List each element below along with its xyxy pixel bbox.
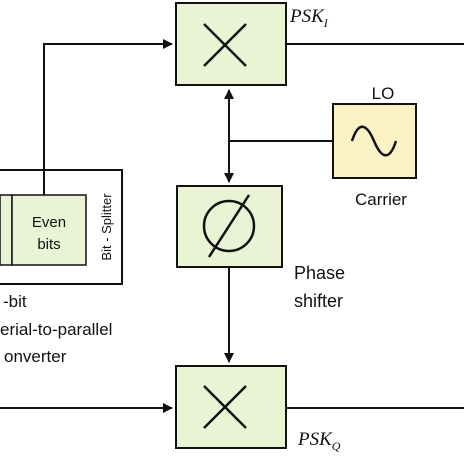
mixer-q-box <box>175 365 287 449</box>
multiply-icon <box>203 23 247 67</box>
converter-label-3: onverter <box>4 347 67 366</box>
sine-wave-icon <box>350 125 398 157</box>
lo-label: LO <box>372 84 395 103</box>
odd-bits-cell <box>0 194 13 266</box>
even-bits-cell <box>11 194 87 266</box>
mixer-i-box <box>175 2 287 86</box>
even-bits-label-1: Even <box>32 214 66 231</box>
even-bits-label-2: bits <box>37 236 60 253</box>
psk-i-label: PSKI <box>289 6 329 30</box>
psk-q-label: PSKQ <box>297 429 341 453</box>
multiply-icon <box>203 385 247 429</box>
carrier-label: Carrier <box>355 190 407 209</box>
phase-shifter-label-2: shifter <box>294 291 343 311</box>
bit-splitter-label: Bit - Splitter <box>99 193 114 261</box>
even-bits-to-mixer-i <box>43 39 173 195</box>
converter-label-1: -bit <box>3 292 27 311</box>
phase-shifter-label-1: Phase <box>294 263 345 283</box>
converter-label-2: erial-to-parallel <box>0 320 112 339</box>
phase-icon <box>202 194 256 258</box>
